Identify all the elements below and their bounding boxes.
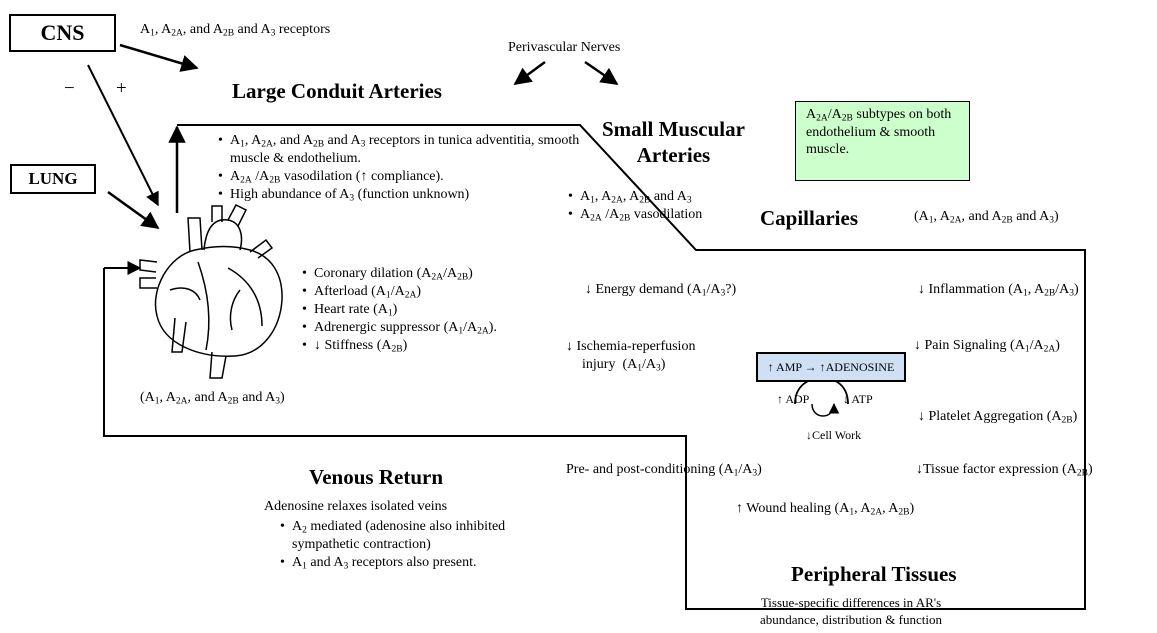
heart-bullet: Afterload (A1/A2A) — [302, 283, 497, 301]
artery-path — [103, 124, 1086, 610]
heart-bullet: Adrenergic suppressor (A1/A2A). — [302, 319, 497, 337]
effect-platelet: ↓ Platelet Aggregation (A2B) — [918, 409, 1078, 426]
effect-tissue-factor: ↓Tissue factor expression (A2B) — [916, 462, 1093, 479]
heart-receptors: (A1, A2A, and A2B and A3) — [140, 390, 285, 407]
large-conduit-bullet: High abundance of A3 (function unknown) — [218, 186, 596, 204]
cns-receptors: A1, A2A, and A2B and A3 receptors — [140, 22, 331, 39]
adp-label: ↑ ADP — [777, 392, 810, 406]
venous-intro: Adenosine relaxes isolated veins — [264, 499, 448, 514]
effect-conditioning: Pre- and post-conditioning (A1/A3) — [566, 462, 762, 479]
arrow-cns-to-heart — [87, 64, 159, 207]
minus-sign: − — [64, 78, 75, 99]
effect-wound-healing: ↑ Wound healing (A1, A2A, A2B) — [736, 501, 915, 518]
large-conduit-bullet: A1, A2A, and A2B and A3 receptors in tun… — [218, 132, 596, 168]
large-conduit-title: Large Conduit Arteries — [232, 79, 442, 103]
lung-label: LUNG — [28, 169, 78, 188]
large-conduit-bullet: A2A /A2B vasodilation (↑ compliance). — [218, 168, 596, 186]
atp-label: ↓ ATP — [843, 392, 873, 406]
lung-box: LUNG — [10, 164, 96, 194]
cns-box: CNS — [9, 14, 116, 52]
peripheral-title: Peripheral Tissues — [791, 562, 957, 586]
large-conduit-bullets: A1, A2A, and A2B and A3 receptors in tun… — [216, 132, 596, 204]
small-muscular-bullet: A2A /A2B vasodilation — [568, 206, 702, 224]
perivascular-label: Perivascular Nerves — [508, 40, 621, 55]
venous-bullet: A2 mediated (adenosine also inhibited sy… — [280, 518, 558, 554]
heart-bullet: ↓ Stiffness (A2B) — [302, 337, 497, 355]
venous-bullet: A1 and A3 receptors also present. — [280, 554, 558, 572]
effect-inflammation: ↓ Inflammation (A1, A2B/A3) — [918, 282, 1079, 299]
heart-bullets: Coronary dilation (A2A/A2B) Afterload (A… — [300, 265, 497, 355]
effect-energy-demand: ↓ Energy demand (A1/A3?) — [585, 282, 737, 299]
heart-bullet: Coronary dilation (A2A/A2B) — [302, 265, 497, 283]
effect-pain-signaling: ↓ Pain Signaling (A1/A2A) — [914, 338, 1060, 355]
arrow-perivascular-right — [584, 60, 619, 86]
adenosine-label: ↑ AMP → ↑ADENOSINE — [767, 359, 895, 374]
effect-ischemia: ↓ Ischemia-reperfusion injury (A1/A3) — [566, 339, 696, 374]
heart-illustration — [139, 204, 283, 379]
cell-work-label: ↓Cell Work — [806, 428, 862, 442]
small-muscular-bullets: A1, A2A, A2B and A3 A2A /A2B vasodilatio… — [566, 188, 702, 224]
venous-return-title: Venous Return — [309, 465, 443, 489]
small-muscular-bullet: A1, A2A, A2B and A3 — [568, 188, 702, 206]
arrow-lung-to-heart — [107, 190, 160, 230]
adenosine-box: ↑ AMP → ↑ADENOSINE — [756, 352, 906, 382]
cns-label: CNS — [40, 20, 85, 45]
heart-bullet: Heart rate (A1) — [302, 301, 497, 319]
venous-bullets: A2 mediated (adenosine also inhibited sy… — [278, 518, 558, 572]
cell-work-arrow — [811, 402, 840, 417]
arrow-cns-to-arteries — [119, 43, 199, 72]
small-muscular-title: Small Muscular Arteries — [602, 117, 745, 168]
arrow-perivascular-left — [513, 60, 546, 86]
plus-sign: + — [116, 78, 127, 99]
subtype-note-box: A2A/A2B subtypes on both endothelium & s… — [795, 101, 970, 181]
capillaries-title: Capillaries — [760, 206, 858, 230]
capillaries-receptors: (A1, A2A, and A2B and A3) — [914, 209, 1059, 226]
peripheral-desc: Tissue-specific differences in AR's abun… — [760, 595, 942, 627]
